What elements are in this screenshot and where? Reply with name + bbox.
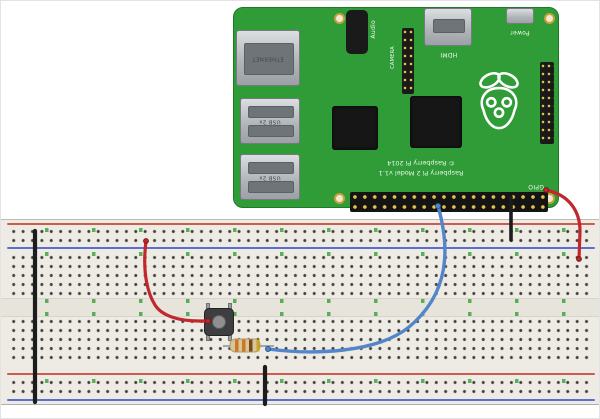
usb-port-bottom: USB 2x [240,154,300,200]
breadboard-connection-marks-bottom-bus [45,379,585,383]
hdmi-label: HDMI [440,51,458,58]
push-button [202,303,236,341]
audio-label: Audio [370,20,377,39]
usb-port-top: USB 2x [240,98,300,144]
breadboard-negative-rail-line-top [7,247,595,249]
audio-jack [346,10,368,54]
power-label: Power [510,29,530,36]
ethernet-port: ETHERNET [236,30,300,86]
pi-model-text: Raspberry Pi 2 Model v1.1 [378,169,464,178]
usb-slot [248,181,294,193]
mounting-hole [334,13,345,24]
push-button-cap [212,315,226,329]
usb-top-label: USB 2x [259,118,281,125]
breadboard-connection-marks-gap-bottom [45,312,585,316]
breadboard-upper-grid-holes [9,253,593,298]
hdmi-slot [433,19,465,33]
display-connector [540,62,554,144]
pi-copyright-text: © Raspberry Pi 2014 [387,159,455,168]
camera-connector [402,28,414,94]
hdmi-port [424,8,472,46]
breadboard-lower-grid-holes [9,317,593,362]
raspberry-pi-board: ETHERNET USB 2x USB 2x Audio CAMERA HDMI… [233,7,559,212]
mounting-hole [334,193,345,204]
gpio-header [350,192,548,212]
soc-chip [410,96,462,148]
power-port [506,8,534,24]
pi-silkscreen-text: Raspberry Pi 2 Model v1.1 © Raspberry Pi… [346,158,496,178]
mounting-hole [544,13,555,24]
breadboard-connection-marks-top-bus [45,228,585,232]
ethernet-port-slot [244,43,294,75]
breadboard-connection-marks-gap-top [45,299,585,303]
breadboard-negative-rail-line-bottom [7,399,595,401]
usb-slot [248,125,294,137]
usb-slot [248,106,294,118]
lan-chip [332,106,378,150]
usb-slot [248,162,294,174]
breadboard-positive-rail-line-bottom [7,373,595,375]
gpio-label: GPIO [528,183,544,190]
breadboard-positive-rail-line-top [7,223,595,225]
breadboard-connection-marks-row-a [45,252,585,256]
camera-label: CAMERA [390,46,396,69]
ethernet-label: ETHERNET [252,55,284,62]
raspberry-pi-logo [479,71,519,130]
usb-bottom-label: USB 2x [259,174,281,181]
